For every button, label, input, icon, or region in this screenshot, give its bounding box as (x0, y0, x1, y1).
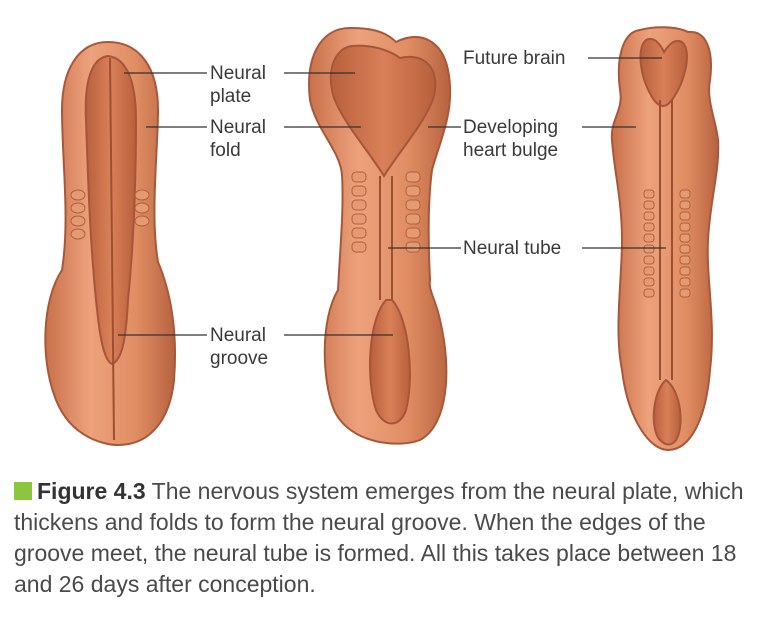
caption-marker-square (14, 482, 32, 500)
label-neural-plate: Neural plate (208, 62, 268, 108)
label-neural-tube: Neural tube (461, 237, 564, 260)
neural-groove-line (109, 57, 115, 441)
embryo-stage-2 (308, 26, 452, 445)
figure-number: Figure 4.3 (37, 478, 146, 504)
embryo-3-body (610, 26, 720, 452)
label-neural-groove: Neural groove (208, 324, 271, 370)
figure-caption: Figure 4.3 The nervous system emerges fr… (14, 476, 770, 600)
posterior-groove (369, 299, 411, 425)
somites-3 (643, 189, 691, 298)
label-developing-heart-bulge: Developing heart bulge (461, 116, 561, 162)
embryo-illustration (44, 26, 720, 452)
posterior-opening (652, 378, 682, 446)
neural-tube-3 (659, 100, 673, 380)
label-neural-fold: Neural fold (208, 116, 268, 162)
leader-lines (118, 57, 666, 336)
somites-2 (351, 171, 421, 253)
neural-tube-2 (379, 176, 393, 300)
somites-1 (70, 189, 150, 240)
embryo-stage-3 (610, 26, 720, 452)
label-future-brain: Future brain (461, 47, 568, 70)
embryo-stage-1 (44, 40, 177, 447)
future-brain-region (639, 38, 688, 107)
caption-text: The nervous system emerges from the neur… (14, 478, 744, 597)
head-folds (329, 44, 437, 178)
